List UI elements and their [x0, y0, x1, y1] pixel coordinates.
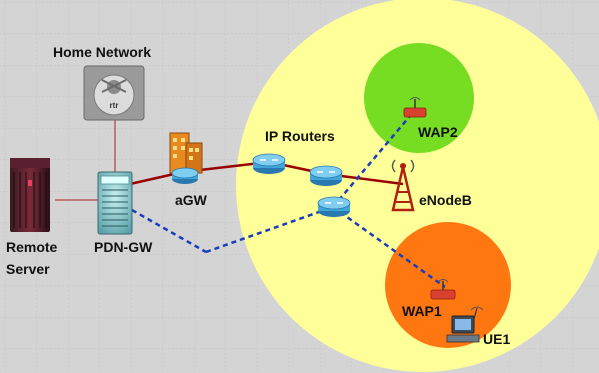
computer-icon	[446, 306, 484, 343]
server-icon	[10, 158, 50, 232]
coverage-area-wap2	[364, 43, 474, 153]
server-label: Server	[6, 261, 50, 277]
cell-tower-icon	[391, 159, 415, 212]
agw-label: aGW	[175, 192, 207, 208]
enodeb-label: eNodeB	[419, 192, 472, 208]
ue1-label: UE1	[483, 331, 511, 347]
wap2-label: WAP2	[418, 124, 458, 140]
rtr-label: rtr	[110, 101, 119, 110]
router-icon	[317, 196, 351, 217]
wap1-label: WAP1	[402, 303, 442, 319]
wireless-links	[131, 115, 446, 289]
home-network-router-icon: rtr	[83, 65, 145, 121]
wireless-access-point-icon	[403, 97, 427, 118]
pdn-gateway-icon	[97, 171, 133, 235]
wireless-access-point-icon	[430, 279, 456, 300]
remote-label: Remote	[6, 239, 58, 255]
router-icon	[252, 153, 286, 174]
pdn-gw-label: PDN-GW	[94, 239, 153, 255]
router-icon	[309, 165, 343, 186]
coverage-area-wap1	[385, 222, 511, 348]
agw-building-icon	[169, 132, 203, 184]
ip-routers-label: IP Routers	[265, 128, 335, 144]
home-network-label: Home Network	[53, 44, 152, 60]
